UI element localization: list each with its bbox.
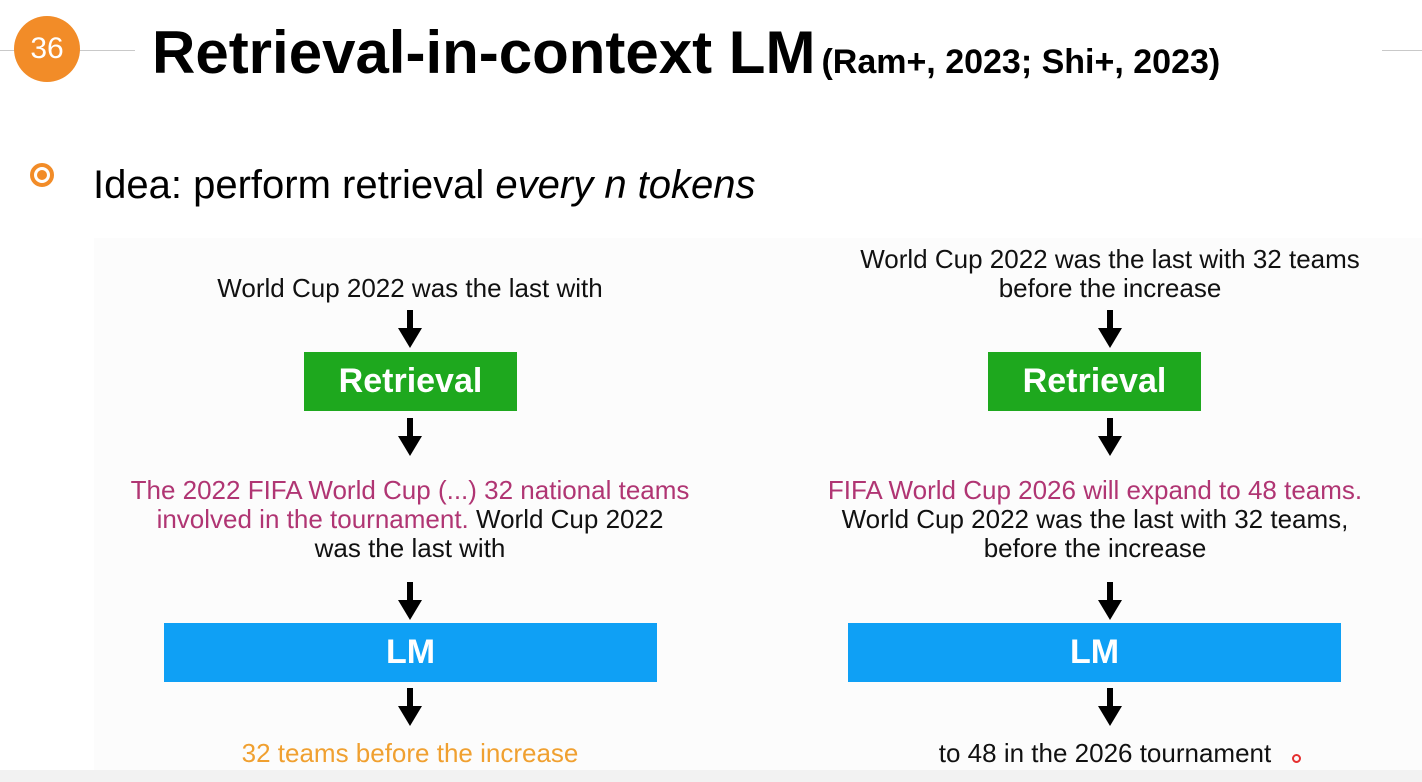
left-context-line-3: was the last with — [314, 533, 506, 563]
right-arrow-down-icon-2 — [1098, 418, 1122, 456]
left-context-line-2: involved in the tournament. World Cup 20… — [157, 505, 664, 534]
right-query-line-1: World Cup 2022 was the last with 32 team… — [860, 244, 1360, 274]
left-query-text: World Cup 2022 was the last with — [217, 273, 603, 303]
left-lm-label: LM — [385, 633, 436, 671]
title-rule-right — [1382, 50, 1422, 51]
right-lm-label: LM — [1069, 633, 1120, 671]
left-retrieved-line-2: involved in the tournament. — [156, 504, 469, 534]
slide-number: 36 — [30, 32, 64, 65]
diagram-area — [94, 238, 1422, 782]
left-retrieval-box: Retrieval — [304, 352, 517, 411]
bullet-idea: Idea: perform retrieval every n tokens — [93, 160, 756, 210]
left-arrow-down-icon-4 — [398, 688, 422, 726]
left-arrow-down-icon-2 — [398, 418, 422, 456]
pointer-dot-icon — [1292, 754, 1301, 763]
left-arrow-down-icon-3 — [398, 582, 422, 620]
bullet-ring-icon — [30, 163, 54, 187]
right-arrow-down-icon-4 — [1098, 688, 1122, 726]
left-lm-box: LM — [164, 623, 657, 682]
left-retrieval-label: Retrieval — [338, 362, 483, 400]
bottom-strip — [0, 770, 1422, 782]
right-context-line-3: before the increase — [983, 533, 1207, 563]
right-lm-box: LM — [848, 623, 1341, 682]
slide-title-text: Retrieval-in-context LM — [152, 19, 816, 86]
right-query-line-2: before the increase — [998, 273, 1222, 303]
right-retrieved-line-1: FIFA World Cup 2026 will expand to 48 te… — [827, 475, 1363, 505]
bullet-prefix: Idea: perform retrieval — [93, 163, 496, 207]
left-output-text: 32 teams before the increase — [241, 738, 579, 768]
right-arrow-down-icon-3 — [1098, 582, 1122, 620]
slide-number-badge: 36 — [14, 16, 80, 82]
right-retrieval-label: Retrieval — [1022, 362, 1167, 400]
slide-title-citation: (Ram+, 2023; Shi+, 2023) — [821, 43, 1221, 81]
left-arrow-down-icon-1 — [398, 310, 422, 348]
left-retrieved-line-1: The 2022 FIFA World Cup (...) 32 nationa… — [130, 475, 690, 505]
right-arrow-down-icon-1 — [1098, 310, 1122, 348]
right-output-text: to 48 in the 2026 tournament — [938, 738, 1272, 768]
slide-title: Retrieval-in-context LM(Ram+, 2023; Shi+… — [152, 18, 1220, 97]
bullet-emphasis: every n tokens — [495, 163, 756, 207]
right-context-line-2: World Cup 2022 was the last with 32 team… — [841, 504, 1349, 534]
left-context-2: World Cup 2022 — [476, 504, 664, 534]
right-retrieval-box: Retrieval — [988, 352, 1201, 411]
